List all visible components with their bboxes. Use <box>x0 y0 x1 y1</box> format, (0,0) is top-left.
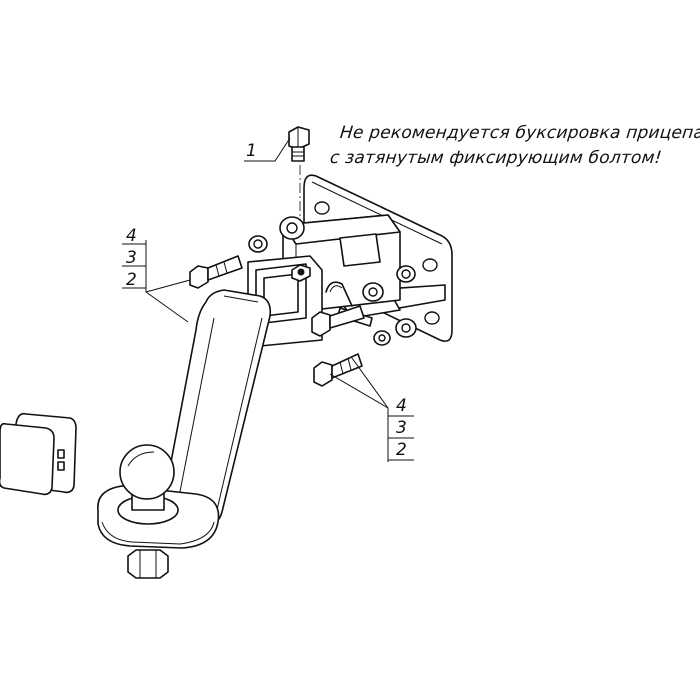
washer-icon <box>248 216 417 346</box>
callout-left-label-2: 3 <box>126 248 137 268</box>
leader-right-1 <box>329 373 389 409</box>
bolt-icon <box>311 305 365 337</box>
warning-note-line-2: с затянутым фиксирующим болтом! <box>328 148 663 168</box>
nut-icon <box>291 264 311 282</box>
callout-right-label-3: 2 <box>396 440 407 460</box>
warning-note-line-1: Не рекомендуется буксировка прицепа <box>338 123 700 143</box>
callout-top-label: 1 <box>246 141 257 161</box>
drawbar <box>159 289 272 526</box>
bolt-icon <box>189 255 243 289</box>
leader-left-1 <box>145 279 191 293</box>
callout-right-label-1: 4 <box>396 396 407 416</box>
callout-left-label-3: 2 <box>126 270 137 290</box>
leader-left-2 <box>145 291 189 323</box>
bolt-icon <box>313 353 363 387</box>
callout-right-label-2: 3 <box>396 418 407 438</box>
bolt-icon <box>288 126 310 162</box>
leader-1 <box>244 137 291 162</box>
tow-ball-icon <box>97 444 220 579</box>
receiver-cap-icon <box>0 412 77 496</box>
leader-right-2 <box>351 357 389 409</box>
callout-left-label-1: 4 <box>126 226 137 246</box>
